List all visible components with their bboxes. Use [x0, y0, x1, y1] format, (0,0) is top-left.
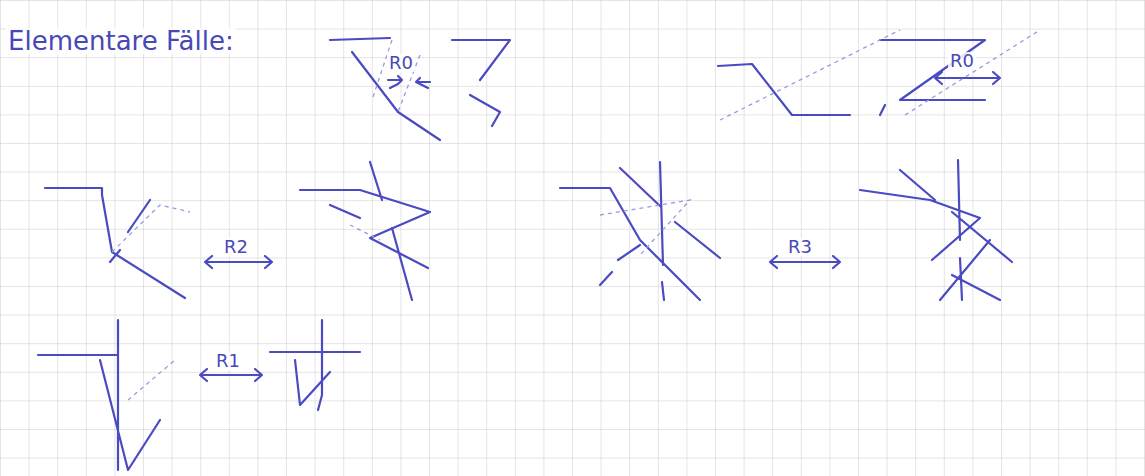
- move-label: R0: [948, 52, 976, 70]
- move-label: R1: [214, 352, 242, 370]
- move-label: R0: [387, 54, 415, 72]
- move-label: R3: [786, 238, 814, 256]
- projection-lines: [112, 30, 1040, 400]
- heading-note: Elementare Fälle:: [6, 28, 236, 54]
- pen-strokes: [38, 38, 1012, 470]
- move-label: R2: [222, 238, 250, 256]
